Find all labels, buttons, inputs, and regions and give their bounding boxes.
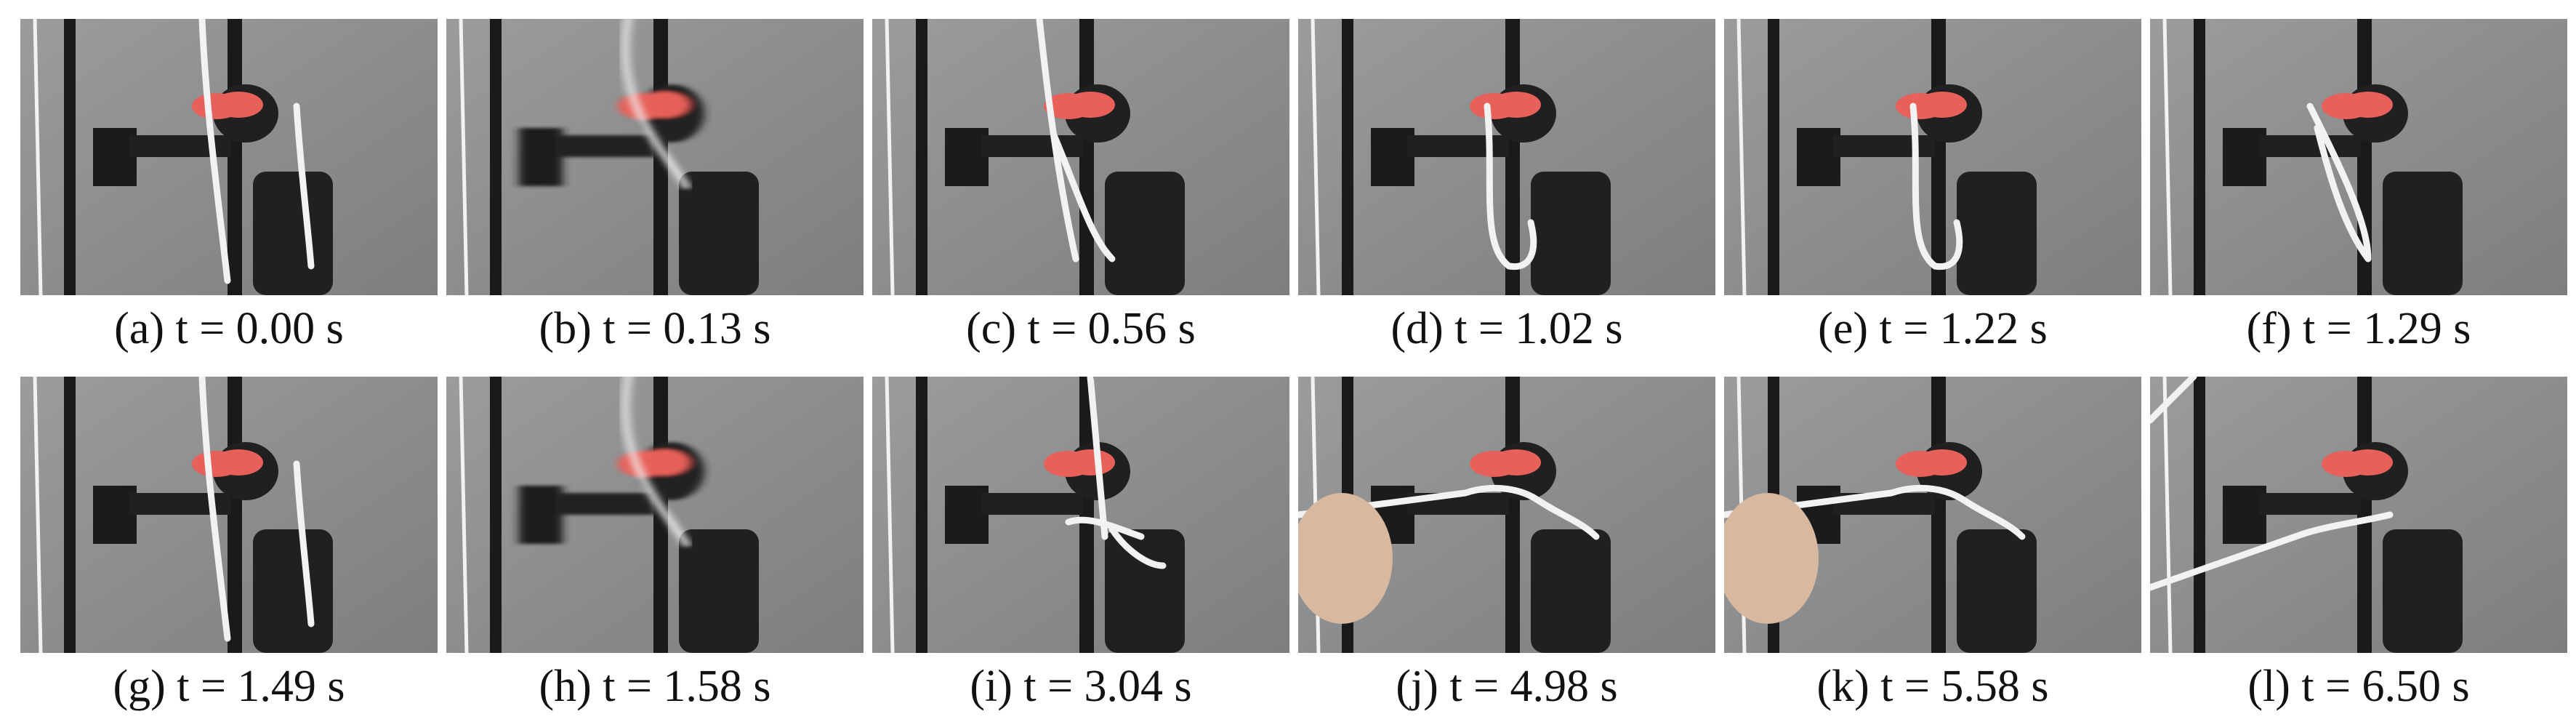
photo-panel <box>2150 19 2567 295</box>
robot-photo <box>2150 377 2567 653</box>
robot-photo <box>872 377 1289 653</box>
panel-caption: (g) t = 1.49 s <box>113 662 345 711</box>
robot-photo <box>2150 19 2567 295</box>
panel-caption: (e) t = 1.22 s <box>1818 304 2048 353</box>
robot-photo <box>1724 19 2141 295</box>
panel-caption: (i) t = 3.04 s <box>970 662 1192 711</box>
photo-panel <box>1298 377 1715 653</box>
panel-caption: (a) t = 0.00 s <box>114 304 344 353</box>
robot-photo <box>1724 377 2141 653</box>
panel-caption: (h) t = 1.58 s <box>539 662 771 711</box>
robot-photo <box>20 19 438 295</box>
robot-photo <box>1298 377 1715 653</box>
photo-panel <box>872 19 1289 295</box>
panel-caption: (b) t = 0.13 s <box>539 304 771 353</box>
photo-panel <box>1298 19 1715 295</box>
panel-caption: (l) t = 6.50 s <box>2247 662 2470 711</box>
robot-photo <box>872 19 1289 295</box>
photo-panel <box>2150 377 2567 653</box>
panel-caption: (c) t = 0.56 s <box>966 304 1196 353</box>
photo-panel <box>20 19 438 295</box>
panel-caption: (f) t = 1.29 s <box>2246 304 2471 353</box>
robot-photo <box>20 377 438 653</box>
photo-panel <box>446 377 864 653</box>
panel-caption: (j) t = 4.98 s <box>1396 662 1618 711</box>
robot-photo <box>446 19 864 295</box>
photo-panel <box>446 19 864 295</box>
robot-photo <box>1298 19 1715 295</box>
photo-panel <box>1724 19 2141 295</box>
panel-caption: (d) t = 1.02 s <box>1390 304 1623 353</box>
photo-panel <box>20 377 438 653</box>
photo-panel <box>872 377 1289 653</box>
panel-caption: (k) t = 5.58 s <box>1816 662 2049 711</box>
photo-panel <box>1724 377 2141 653</box>
robot-photo <box>446 377 864 653</box>
